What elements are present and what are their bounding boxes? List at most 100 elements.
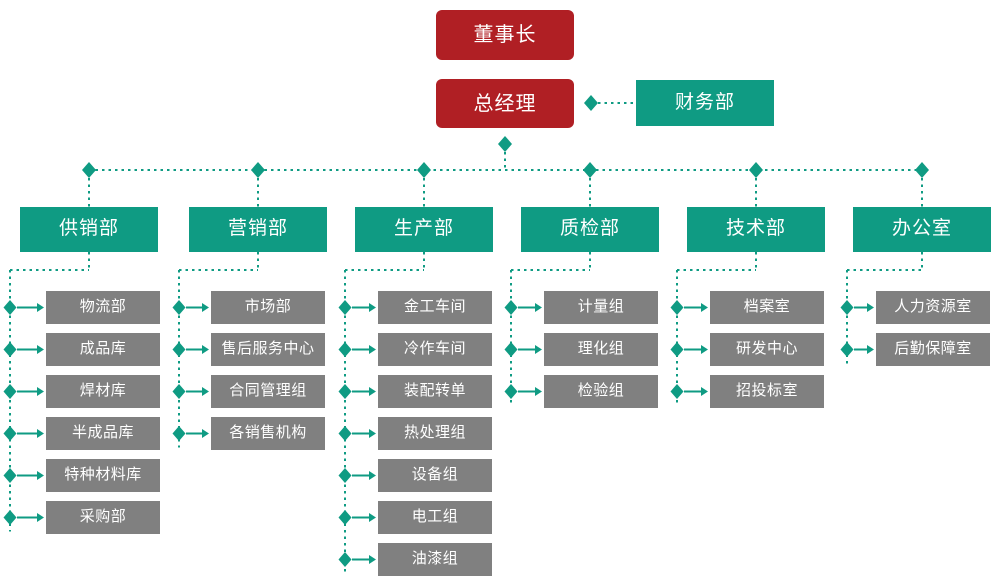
node-dept-1-sub-1-label: 物流部 [79, 298, 127, 316]
node-dept-3-sub-3[interactable]: 装配转单 [378, 375, 492, 408]
node-general-manager-label: 总经理 [473, 92, 537, 115]
node-dept-1-sub-5[interactable]: 特种材料库 [46, 459, 160, 492]
node-dept-1-sub-6-label: 采购部 [79, 508, 127, 526]
connector-arrow-dept-2-sub-2-head [202, 345, 209, 354]
node-dept-5-sub-1-label: 档案室 [743, 298, 791, 316]
connector-diamond-dept-2-sub-3 [172, 384, 186, 399]
node-dept-5-sub-3-label: 招投标室 [735, 382, 798, 400]
node-dept-5-sub-2[interactable]: 研发中心 [710, 333, 824, 366]
node-dept-5-sub-3[interactable]: 招投标室 [710, 375, 824, 408]
connector-arrow-dept-2-sub-3-head [202, 387, 209, 396]
node-dept-2-sub-3[interactable]: 合同管理组 [211, 375, 325, 408]
connector-diamond-dept-6-sub-2 [840, 342, 854, 357]
node-dept-4-sub-1-label: 计量组 [577, 298, 625, 316]
node-dept-3-sub-1-label: 金工车间 [403, 298, 466, 316]
connector-arrow-dept-6-sub-2-head [867, 345, 874, 354]
connector-diamond-dept-6 [915, 161, 929, 179]
connector-diamond-dept-4-sub-1 [504, 300, 518, 315]
node-dept-2-sub-4[interactable]: 各销售机构 [211, 417, 325, 450]
connector-arrow-dept-4-sub-2-head [535, 345, 542, 354]
connector-arrow-dept-5-sub-2-head [701, 345, 708, 354]
connector-diamond-dept-3-sub-5 [338, 468, 352, 483]
node-dept-3-sub-2[interactable]: 冷作车间 [378, 333, 492, 366]
node-dept-5-sub-1[interactable]: 档案室 [710, 291, 824, 324]
node-dept-6-sub-1[interactable]: 人力资源室 [876, 291, 990, 324]
node-dept-3-sub-1[interactable]: 金工车间 [378, 291, 492, 324]
node-dept-4-sub-3-label: 检验组 [577, 382, 625, 400]
node-dept-4-sub-3[interactable]: 检验组 [544, 375, 658, 408]
connector-arrow-dept-4-sub-3-head [535, 387, 542, 396]
node-dept-3-sub-6[interactable]: 电工组 [378, 501, 492, 534]
connector-diamond-dept-1 [82, 161, 96, 179]
connector-arrow-dept-3-sub-6-head [369, 513, 376, 522]
node-dept-1-sub-3-label: 焊材库 [79, 382, 127, 400]
connector-arrow-dept-3-sub-5-head [369, 471, 376, 480]
node-dept-4-sub-2[interactable]: 理化组 [544, 333, 658, 366]
connector-arrow-dept-3-sub-1-head [369, 303, 376, 312]
connector-diamond-dept-2-sub-1 [172, 300, 186, 315]
node-dept-3-label: 生产部 [393, 218, 454, 240]
connector-diamond-dept-3-sub-1 [338, 300, 352, 315]
connector-diamond-dept-3-sub-7 [338, 552, 352, 567]
node-dept-2-sub-1[interactable]: 市场部 [211, 291, 325, 324]
node-dept-3-sub-7[interactable]: 油漆组 [378, 543, 492, 576]
connector-diamond-dept-3 [417, 161, 431, 179]
node-dept-5-label: 技术部 [725, 218, 786, 240]
node-dept-4-sub-2-label: 理化组 [577, 340, 625, 358]
node-dept-2-sub-4-label: 各销售机构 [229, 424, 307, 442]
node-dept-5-sub-2-label: 研发中心 [735, 340, 798, 358]
connector-arrow-dept-1-sub-6-head [37, 513, 44, 522]
node-dept-6-sub-2-label: 后勤保障室 [894, 340, 972, 358]
node-dept-6-sub-1-label: 人力资源室 [894, 298, 972, 316]
connector-diamond-dept-1-sub-4 [3, 426, 17, 441]
connector-arrow-dept-5-sub-3-head [701, 387, 708, 396]
node-dept-1-sub-3[interactable]: 焊材库 [46, 375, 160, 408]
node-dept-3-sub-4[interactable]: 热处理组 [378, 417, 492, 450]
node-dept-2-sub-3-label: 合同管理组 [229, 382, 307, 400]
node-dept-1-sub-6[interactable]: 采购部 [46, 501, 160, 534]
node-dept-3-sub-5[interactable]: 设备组 [378, 459, 492, 492]
node-dept-1-sub-5-label: 特种材料库 [64, 466, 142, 484]
connector-diamond-dept-1-sub-2 [3, 342, 17, 357]
node-dept-6-label: 办公室 [891, 218, 952, 240]
node-dept-6-sub-2[interactable]: 后勤保障室 [876, 333, 990, 366]
node-dept-2-sub-2-label: 售后服务中心 [221, 340, 315, 358]
node-dept-1-sub-2[interactable]: 成品库 [46, 333, 160, 366]
connector-arrow-dept-1-sub-3-head [37, 387, 44, 396]
node-dept-5[interactable]: 技术部 [687, 207, 825, 252]
connector-diamond-dept-5 [749, 161, 763, 179]
node-dept-1-sub-4[interactable]: 半成品库 [46, 417, 160, 450]
connector-arrow-dept-2-sub-1-head [202, 303, 209, 312]
connector-arrow-dept-5-sub-1-head [701, 303, 708, 312]
node-general-manager[interactable]: 总经理 [436, 79, 574, 128]
connector-diamond-dept-5-sub-2 [670, 342, 684, 357]
connector-diamond-dept-5-sub-3 [670, 384, 684, 399]
connector-diamond-dept-3-sub-3 [338, 384, 352, 399]
node-dept-1-label: 供销部 [58, 218, 119, 240]
node-dept-1[interactable]: 供销部 [20, 207, 158, 252]
connector-diamond-dept-4 [583, 161, 597, 179]
node-dept-1-sub-1[interactable]: 物流部 [46, 291, 160, 324]
connector-diamond-dept-3-sub-6 [338, 510, 352, 525]
node-finance-dept[interactable]: 财务部 [636, 80, 774, 126]
node-dept-2-sub-2[interactable]: 售后服务中心 [211, 333, 325, 366]
connector-diamond-dept-6-sub-1 [840, 300, 854, 315]
node-dept-2-sub-1-label: 市场部 [244, 298, 292, 316]
connector-arrow-dept-3-sub-3-head [369, 387, 376, 396]
connector-arrow-dept-4-sub-1-head [535, 303, 542, 312]
node-dept-3[interactable]: 生产部 [355, 207, 493, 252]
node-dept-4-sub-1[interactable]: 计量组 [544, 291, 658, 324]
node-dept-1-sub-2-label: 成品库 [79, 340, 127, 358]
node-dept-2[interactable]: 营销部 [189, 207, 327, 252]
node-dept-3-sub-3-label: 装配转单 [403, 382, 466, 400]
connector-diamond-dept-1-sub-3 [3, 384, 17, 399]
node-chairman[interactable]: 董事长 [436, 10, 574, 60]
connector-diamond-finance [584, 94, 598, 112]
connector-diamond-dept-4-sub-3 [504, 384, 518, 399]
node-dept-3-sub-6-label: 电工组 [411, 508, 459, 526]
node-dept-2-label: 营销部 [227, 218, 288, 240]
node-dept-4[interactable]: 质检部 [521, 207, 659, 252]
node-dept-6[interactable]: 办公室 [853, 207, 991, 252]
connector-arrow-dept-1-sub-5-head [37, 471, 44, 480]
connector-arrow-dept-3-sub-4-head [369, 429, 376, 438]
